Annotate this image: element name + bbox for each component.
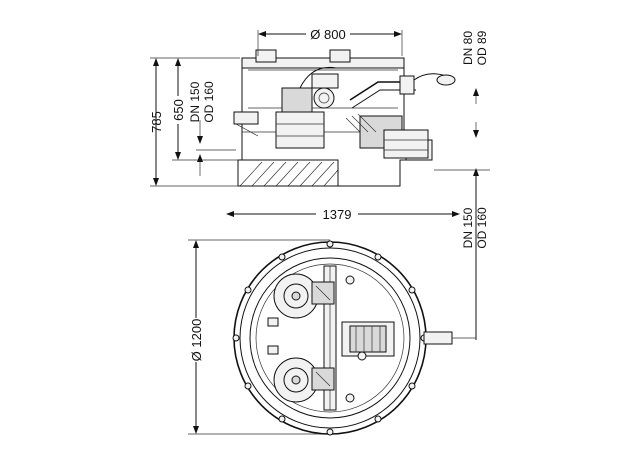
left-inlet-pipe — [233, 111, 259, 137]
pump-right — [345, 75, 429, 159]
pump-left — [275, 66, 339, 149]
dim-top-width-label: Ø 800 — [310, 27, 345, 42]
plan-view: Ø 1200 — [188, 207, 489, 436]
dim-inner-height: 650 — [171, 58, 238, 161]
plan-pump-lower — [273, 357, 335, 403]
left-inlet-od: OD 160 — [202, 81, 216, 123]
plan-pump-upper — [273, 273, 335, 319]
side-elevation-view: Ø 800 785 650 DN 150 OD 160 — [149, 26, 490, 340]
top-right-outlet-od: OD 89 — [475, 30, 489, 65]
inner-ring-2 — [255, 263, 405, 413]
left-inlet-dn: DN 150 — [188, 81, 202, 122]
top-right-outlet-dn: DN 80 — [461, 31, 475, 65]
dim-overall-width-label: 1379 — [323, 207, 352, 222]
bottom-right-inlet-dn: DN 150 — [461, 207, 475, 248]
inner-ring — [249, 257, 411, 419]
dim-total-height-label: 785 — [149, 111, 164, 133]
dim-overall-width: 1379 — [226, 205, 460, 222]
plan-inlet-pipe — [423, 331, 476, 345]
dim-top-width: Ø 800 — [257, 26, 403, 56]
cover-ring — [241, 49, 405, 69]
bottom-right-inlet-labels: DN 150 OD 160 — [461, 207, 489, 249]
plan-fittings — [267, 275, 355, 403]
top-right-outlet-labels: DN 80 OD 89 — [461, 30, 489, 138]
floor-hatch — [237, 159, 339, 187]
outer-ring-inner — [239, 247, 421, 429]
bottom-right-inlet-od: OD 160 — [475, 207, 489, 249]
dim-plan-diameter: Ø 1200 — [188, 239, 330, 435]
plan-pump-right — [341, 321, 395, 361]
left-inlet-labels: DN 150 OD 160 — [188, 81, 236, 176]
top-right-outlet-pipe — [413, 73, 456, 86]
dim-plan-diameter-label: Ø 1200 — [189, 319, 204, 362]
dim-total-height: 785 — [149, 57, 240, 187]
dim-inner-height-label: 650 — [171, 99, 186, 121]
bottom-right-inlet-dim — [434, 168, 490, 340]
